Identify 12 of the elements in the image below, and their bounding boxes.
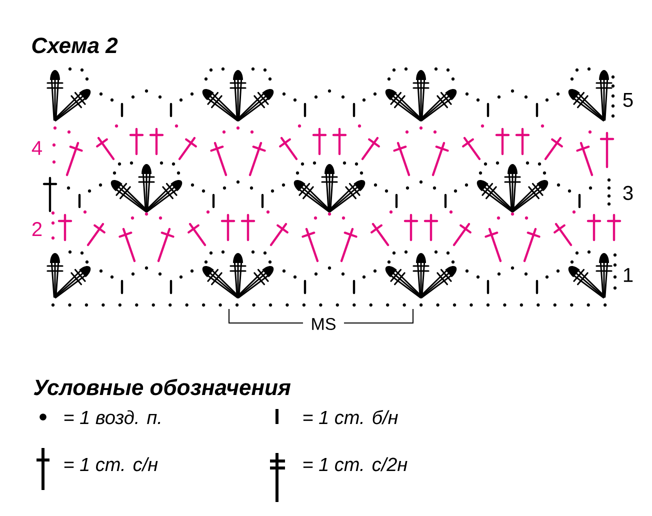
legend-text: = 1 возд. п. [64, 410, 160, 424]
legend-text: = 1 ст. с/2н [303, 457, 408, 472]
legend-text: = 1 ст. с/н [64, 457, 158, 472]
bracket-label: MS [312, 318, 336, 330]
legend-heading: Условные обозначения [34, 378, 291, 396]
row-number: 3 [623, 186, 633, 200]
title: Схема 2 [32, 38, 118, 54]
legend-text: = 1 ст. б/н [303, 410, 398, 424]
row-number: 2 [32, 222, 42, 236]
row-number: 5 [623, 93, 633, 107]
row-number: 4 [32, 141, 42, 155]
row-number: 1 [624, 268, 633, 282]
